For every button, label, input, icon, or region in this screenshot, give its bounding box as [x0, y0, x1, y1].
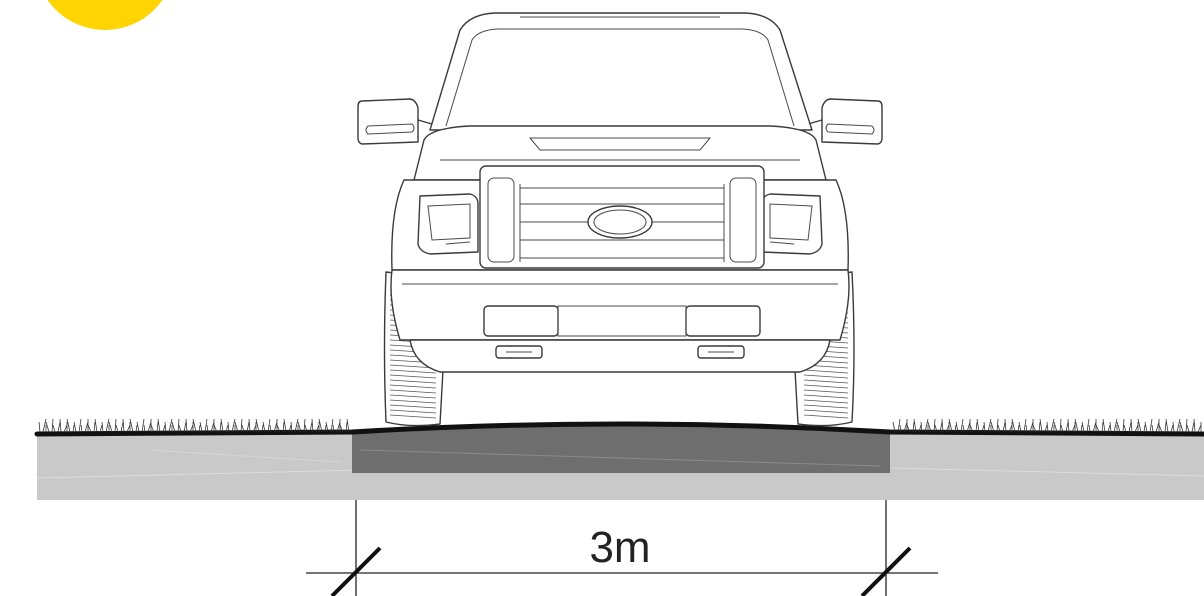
right-mirror: [807, 98, 883, 145]
dimension-annotation: 3m: [306, 500, 938, 596]
front-bumper: [390, 269, 850, 373]
sun-icon: [47, 0, 163, 30]
pickup-truck-icon: [357, 12, 883, 427]
dimension-label: 3m: [589, 523, 650, 572]
road-base-layer: [352, 425, 890, 473]
left-headlight: [417, 193, 479, 255]
grass-icon: [892, 418, 1202, 433]
grille: [479, 165, 765, 269]
left-mirror: [357, 98, 433, 145]
road-surface-line: [34, 421, 1204, 437]
grass-icon: [38, 418, 350, 433]
right-headlight: [761, 193, 823, 255]
